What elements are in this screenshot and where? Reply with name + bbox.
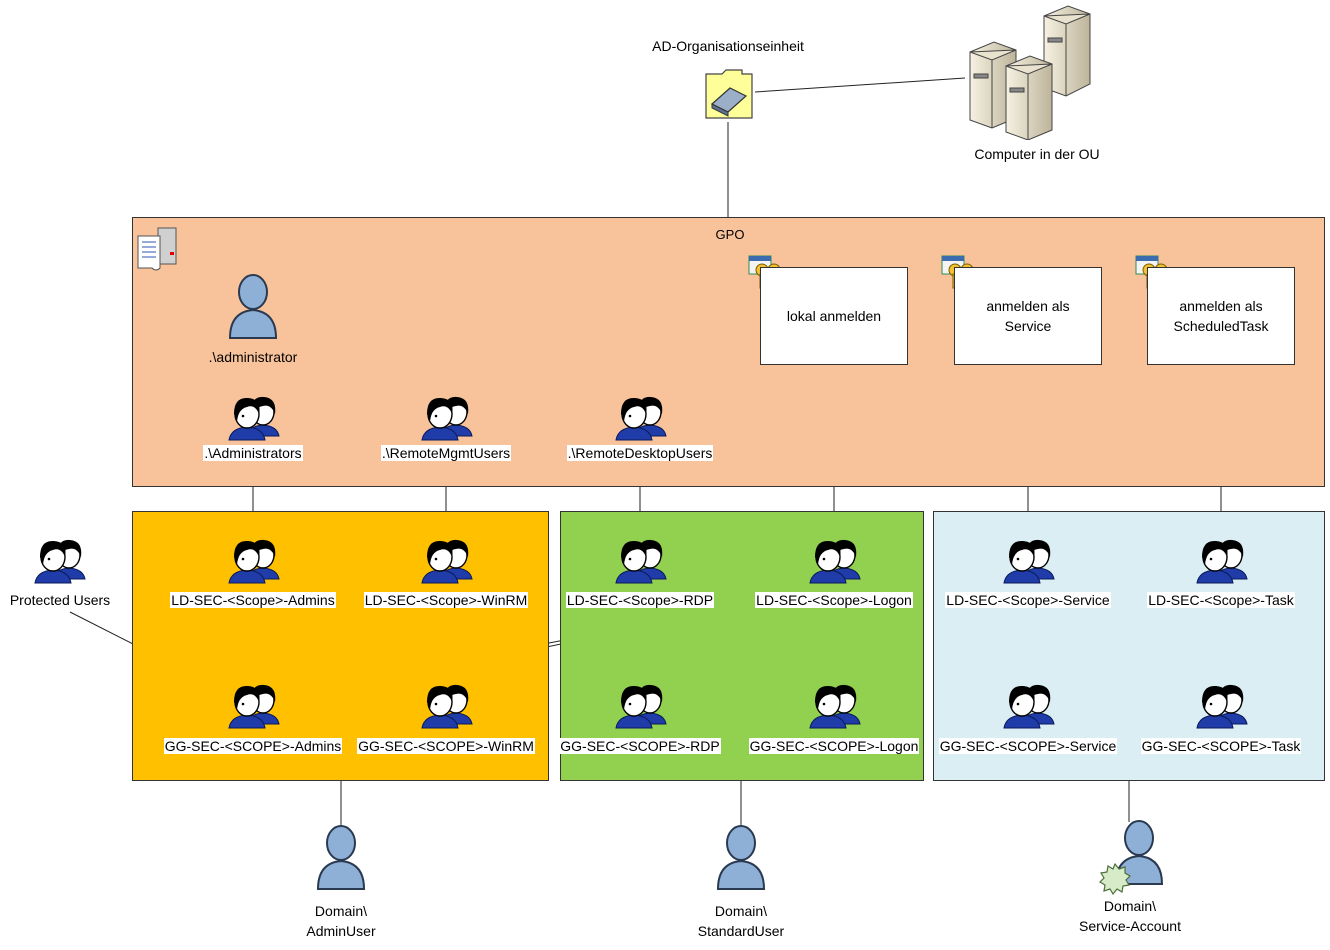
group-icon bbox=[31, 535, 87, 590]
gg-service-label: GG-SEC-<SCOPE>-Service bbox=[938, 738, 1118, 754]
group-icon bbox=[418, 392, 474, 447]
domain-service-account-label: Domain\Service-Account bbox=[1079, 898, 1181, 934]
group-icon bbox=[612, 680, 668, 735]
right-box-anmelden-als-task: anmelden als ScheduledTask bbox=[1147, 267, 1295, 365]
ld-rdp-label: LD-SEC-<Scope>-RDP bbox=[565, 592, 715, 608]
group-icon bbox=[225, 680, 281, 735]
group-icon bbox=[418, 535, 474, 590]
gg-winrm-label: GG-SEC-<SCOPE>-WinRM bbox=[357, 738, 535, 754]
right-label-line1: anmelden als bbox=[986, 298, 1070, 314]
right-label-line2: Service bbox=[1004, 318, 1052, 334]
group-icon bbox=[1193, 680, 1249, 735]
service-zone bbox=[933, 511, 1325, 781]
ld-admins-label: LD-SEC-<Scope>-Admins bbox=[170, 592, 336, 608]
user-icon bbox=[716, 825, 766, 890]
gg-rdp-label: GG-SEC-<SCOPE>-RDP bbox=[559, 738, 721, 754]
gg-logon-label: GG-SEC-<SCOPE>-Logon bbox=[748, 738, 920, 754]
user-icon bbox=[228, 274, 278, 339]
group-icon bbox=[225, 535, 281, 590]
right-box-anmelden-als-service: anmelden als Service bbox=[954, 267, 1102, 365]
group-icon bbox=[806, 680, 862, 735]
ld-winrm-label: LD-SEC-<Scope>-WinRM bbox=[363, 592, 529, 608]
right-label-line1: anmelden als bbox=[1179, 298, 1263, 314]
ld-task-label: LD-SEC-<Scope>-Task bbox=[1147, 592, 1295, 608]
group-icon bbox=[1000, 535, 1056, 590]
group-icon bbox=[418, 680, 474, 735]
local-admin-user-label: .\administrator bbox=[208, 349, 298, 365]
ld-service-label: LD-SEC-<Scope>-Service bbox=[945, 592, 1111, 608]
group-icon bbox=[1193, 535, 1249, 590]
gg-task-label: GG-SEC-<SCOPE>-Task bbox=[1140, 738, 1302, 754]
gpo-container bbox=[132, 217, 1325, 487]
admin-zone bbox=[132, 511, 549, 781]
protected-users-label: Protected Users bbox=[9, 592, 111, 608]
right-label-line2: ScheduledTask bbox=[1173, 318, 1269, 334]
standard-zone bbox=[560, 511, 924, 781]
right-box-lokal-anmelden: lokal anmelden bbox=[760, 267, 908, 365]
local-group-remotemgmt: .\RemoteMgmtUsers bbox=[380, 445, 512, 461]
local-group-administrators: .\Administrators bbox=[203, 445, 303, 461]
domain-standard-user-label: Domain\StandardUser bbox=[697, 903, 785, 939]
server-icon bbox=[969, 5, 1091, 140]
group-icon bbox=[225, 392, 281, 447]
ou-folder-icon bbox=[705, 69, 753, 119]
domain-admin-user-label: Domain\AdminUser bbox=[306, 903, 376, 939]
ld-logon-label: LD-SEC-<Scope>-Logon bbox=[755, 592, 913, 608]
computers-label: Computer in der OU bbox=[974, 146, 1100, 162]
gpo-title: GPO bbox=[715, 227, 745, 242]
group-icon bbox=[612, 392, 668, 447]
service-gear-icon bbox=[1099, 862, 1131, 896]
ou-computer-link bbox=[754, 77, 966, 93]
local-group-remotedesktop: .\RemoteDesktopUsers bbox=[566, 445, 714, 461]
ou-label: AD-Organisationseinheit bbox=[652, 38, 804, 54]
group-icon bbox=[612, 535, 668, 590]
gpo-icon bbox=[137, 227, 177, 271]
right-label-line1: lokal anmelden bbox=[786, 308, 882, 324]
group-icon bbox=[1000, 680, 1056, 735]
user-icon bbox=[316, 825, 366, 890]
group-icon bbox=[806, 535, 862, 590]
gg-admins-label: GG-SEC-<SCOPE>-Admins bbox=[163, 738, 343, 754]
